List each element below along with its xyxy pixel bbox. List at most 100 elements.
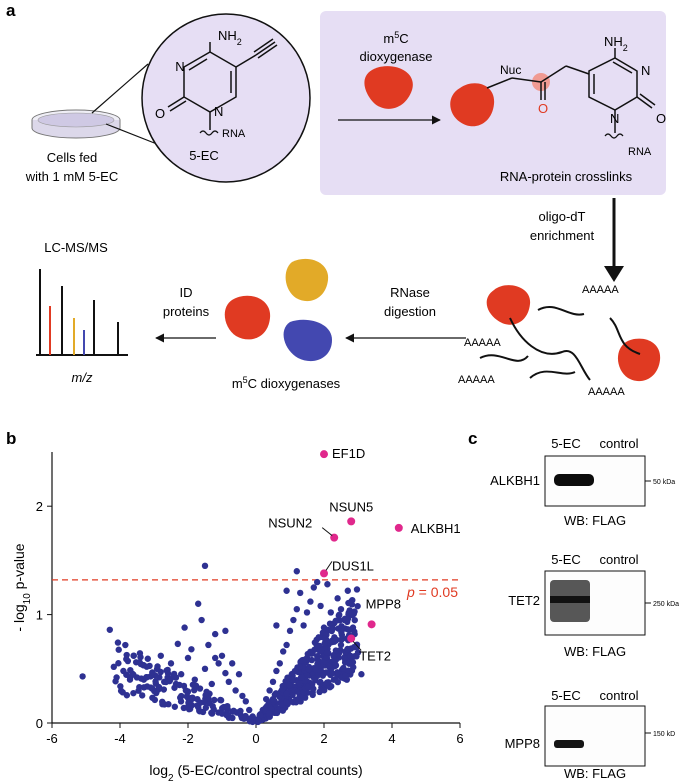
- enzyme-blue-icon: [283, 319, 332, 362]
- data-point: [276, 660, 283, 667]
- highlighted-point: [347, 634, 356, 643]
- blot-col1: 5-EC: [551, 552, 581, 567]
- blot-protein: ALKBH1: [490, 473, 540, 488]
- data-point: [157, 652, 164, 659]
- data-point: [304, 683, 312, 691]
- data-point: [112, 678, 119, 685]
- polya-4: AAAAA: [588, 386, 625, 398]
- data-point: [181, 624, 188, 631]
- data-point: [167, 660, 175, 667]
- blot-wb: WB: FLAG: [564, 644, 626, 659]
- data-point: [310, 675, 318, 682]
- data-point: [130, 689, 137, 697]
- data-point: [301, 656, 309, 663]
- x-axis-label: log2 (5-EC/control spectral counts): [149, 762, 362, 782]
- leader-line: [321, 527, 333, 537]
- data-point: [300, 622, 307, 629]
- panel-label-a: a: [6, 1, 16, 20]
- data-point: [159, 700, 166, 708]
- data-point: [319, 672, 327, 679]
- oligo-line2: enrichment: [530, 228, 595, 243]
- highlighted-point: [367, 620, 376, 629]
- point-label: TET2: [359, 648, 391, 663]
- data-point: [114, 639, 122, 646]
- y-tick-label: 0: [36, 716, 43, 731]
- data-point: [225, 678, 232, 686]
- panel-label-b: b: [6, 429, 16, 448]
- id-line1: ID: [180, 285, 193, 300]
- data-point: [212, 654, 219, 662]
- data-point: [167, 676, 174, 683]
- data-point: [340, 664, 347, 672]
- adduct-n3: N: [641, 63, 650, 78]
- point-label: DUS1L: [332, 558, 374, 573]
- data-point: [334, 678, 342, 686]
- data-point: [293, 605, 300, 613]
- data-point: [297, 589, 304, 597]
- data-point: [171, 684, 178, 691]
- data-point: [135, 687, 142, 694]
- data-point: [155, 683, 163, 691]
- point-label: NSUN5: [329, 499, 373, 514]
- oligo-line1: oligo-dT: [539, 209, 586, 224]
- data-point: [337, 641, 345, 649]
- x-tick-label: 6: [456, 731, 463, 746]
- point-label: EF1D: [332, 446, 365, 461]
- data-point: [351, 616, 358, 624]
- data-point: [321, 635, 329, 643]
- y-tick-label: 2: [36, 499, 43, 514]
- lcms-label: LC-MS/MS: [44, 240, 108, 255]
- data-point: [289, 676, 296, 683]
- data-point: [341, 655, 348, 662]
- data-point: [307, 598, 314, 605]
- highlighted-point: [394, 523, 403, 532]
- data-point: [345, 609, 352, 617]
- data-point: [318, 647, 325, 654]
- data-point: [197, 699, 204, 706]
- data-point: [137, 653, 144, 661]
- data-point: [286, 627, 294, 635]
- data-point: [292, 696, 300, 703]
- data-point: [235, 671, 243, 678]
- enzyme-bound-icon: [450, 83, 495, 127]
- data-point: [303, 672, 310, 679]
- x-tick-label: 0: [252, 731, 259, 746]
- data-point: [163, 667, 170, 674]
- blot-marker: 50 kDa: [653, 479, 675, 486]
- data-point: [139, 661, 147, 669]
- data-point: [273, 667, 280, 675]
- data-point: [217, 697, 225, 704]
- adduct-o2: O: [656, 111, 666, 126]
- dioxygenases-label: m5C dioxygenases: [232, 375, 341, 391]
- blot-frame: [544, 705, 646, 767]
- data-point: [353, 586, 361, 593]
- data-point: [202, 704, 210, 711]
- data-point: [165, 701, 172, 708]
- data-point: [178, 671, 185, 678]
- data-point: [350, 664, 357, 671]
- x-tick-label: -6: [46, 731, 58, 746]
- data-point: [230, 707, 237, 715]
- data-point: [314, 656, 321, 663]
- arrow-oligo-dt-head: [604, 266, 624, 282]
- data-point: [115, 660, 122, 667]
- data-point: [282, 699, 290, 706]
- data-point: [196, 707, 203, 714]
- blot-marker: 150 kD: [653, 731, 675, 738]
- data-point: [296, 663, 303, 671]
- zoom-line-bottom: [105, 123, 163, 147]
- cells-line1: Cells fed: [47, 150, 98, 165]
- data-point: [201, 665, 209, 672]
- data-point: [110, 663, 117, 671]
- blot-protein: MPP8: [505, 736, 540, 751]
- data-point: [224, 702, 231, 710]
- data-point: [344, 645, 351, 653]
- data-point: [338, 631, 346, 639]
- data-point: [79, 673, 86, 680]
- data-point: [327, 609, 334, 616]
- data-point: [330, 652, 337, 660]
- data-point: [321, 687, 328, 694]
- data-point: [218, 652, 226, 659]
